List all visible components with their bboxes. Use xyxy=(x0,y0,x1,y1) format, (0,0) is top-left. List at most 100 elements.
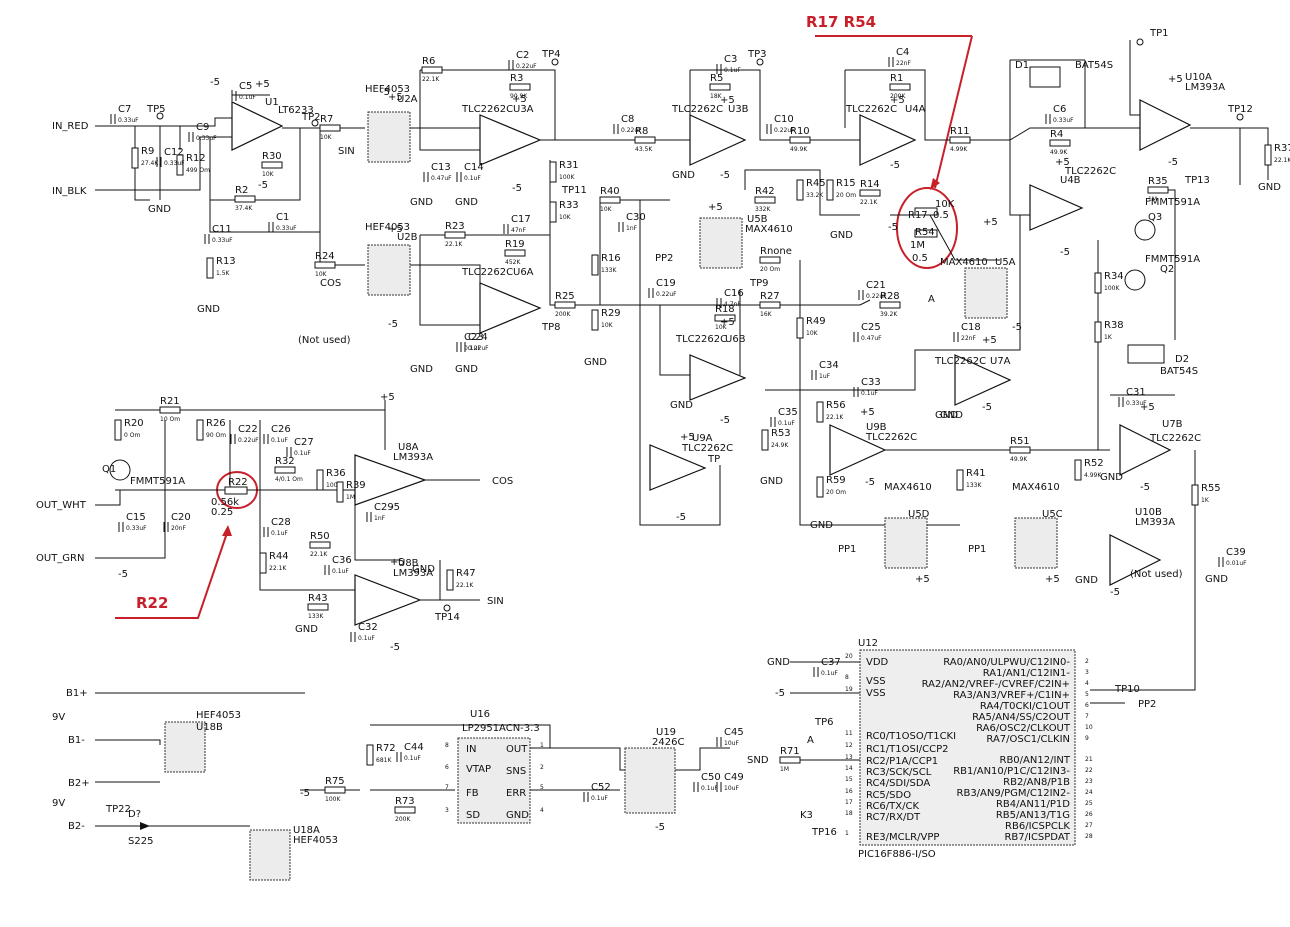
svg-text:SD: SD xyxy=(466,810,480,821)
svg-text:GND: GND xyxy=(1205,574,1228,585)
ic-u19: U19 2426C xyxy=(624,727,684,814)
svg-text:TLC2262C: TLC2262C xyxy=(461,104,513,115)
svg-text:13: 13 xyxy=(845,754,853,761)
svg-text:8: 8 xyxy=(445,742,449,749)
svg-text:R23: R23 xyxy=(445,221,465,232)
resistor-labels: R237.4KR390.9KR449.9KR518KR622.1KR710KR8… xyxy=(114,56,1290,823)
svg-text:R56: R56 xyxy=(826,400,846,411)
svg-text:C30: C30 xyxy=(626,212,646,223)
svg-text:PP1: PP1 xyxy=(968,544,986,555)
svg-text:SIN: SIN xyxy=(338,146,355,157)
svg-text:2426C: 2426C xyxy=(652,737,684,748)
svg-text:100K: 100K xyxy=(325,796,341,803)
svg-text:0.1uF: 0.1uF xyxy=(271,437,288,444)
svg-text:RC3/SCK/SCL: RC3/SCK/SCL xyxy=(866,767,932,778)
svg-text:R44: R44 xyxy=(269,551,289,562)
svg-text:17: 17 xyxy=(845,799,853,806)
svg-text:37.4K: 37.4K xyxy=(235,205,253,212)
svg-text:GND: GND xyxy=(148,204,171,215)
svg-text:9V: 9V xyxy=(52,798,65,809)
svg-text:133K: 133K xyxy=(601,267,617,274)
svg-text:TP14: TP14 xyxy=(434,612,460,623)
svg-text:TP2: TP2 xyxy=(301,112,321,123)
highlight-r17-r54 xyxy=(896,187,958,269)
svg-text:GND: GND xyxy=(410,364,433,375)
resistor-r37: R3722.1K xyxy=(1264,143,1290,166)
svg-text:C52: C52 xyxy=(591,782,611,793)
svg-text:133K: 133K xyxy=(308,613,324,620)
svg-text:TP3: TP3 xyxy=(747,49,767,60)
svg-text:GND: GND xyxy=(672,170,695,181)
svg-text:FB: FB xyxy=(466,788,479,799)
svg-text:39.2K: 39.2K xyxy=(880,311,898,318)
svg-text:200K: 200K xyxy=(395,816,411,823)
svg-text:R8: R8 xyxy=(635,126,648,137)
svg-text:LM393A: LM393A xyxy=(393,452,433,463)
svg-text:0.01uF: 0.01uF xyxy=(1226,560,1247,567)
svg-text:B1-: B1- xyxy=(68,735,85,746)
svg-text:100K: 100K xyxy=(559,174,575,181)
svg-text:R32: R32 xyxy=(275,456,295,467)
svg-text:U5A: U5A xyxy=(995,257,1016,268)
svg-text:TP8: TP8 xyxy=(541,322,561,333)
svg-text:A: A xyxy=(928,294,935,305)
svg-text:20: 20 xyxy=(845,653,853,660)
svg-text:LT6233: LT6233 xyxy=(278,105,314,116)
svg-text:Q2: Q2 xyxy=(1160,264,1174,275)
svg-text:ERR: ERR xyxy=(506,788,526,799)
svg-text:RB3/AN9/PGM/C12IN2-: RB3/AN9/PGM/C12IN2- xyxy=(957,788,1071,799)
svg-text:1: 1 xyxy=(540,742,544,749)
svg-text:LM393A: LM393A xyxy=(1135,517,1175,528)
svg-text:COS: COS xyxy=(492,476,513,487)
svg-text:RB7/ICSPDAT: RB7/ICSPDAT xyxy=(1004,832,1070,843)
svg-text:0.1uF: 0.1uF xyxy=(271,530,288,537)
svg-text:-5: -5 xyxy=(865,477,875,488)
diode-d1: D1 BAT54S xyxy=(1015,60,1113,88)
svg-text:B2+: B2+ xyxy=(68,778,90,789)
svg-text:PP1: PP1 xyxy=(838,544,856,555)
svg-text:GND: GND xyxy=(412,564,435,575)
svg-text:0.1uF: 0.1uF xyxy=(701,785,718,792)
svg-text:FMMT591A: FMMT591A xyxy=(1145,197,1200,208)
svg-text:C21: C21 xyxy=(866,280,886,291)
svg-text:TP10: TP10 xyxy=(1114,684,1140,695)
svg-text:200K: 200K xyxy=(555,311,571,318)
annotation-arrowhead xyxy=(930,178,940,190)
svg-text:R53: R53 xyxy=(771,428,791,439)
svg-text:(Not used): (Not used) xyxy=(1130,569,1183,580)
svg-text:0.1uF: 0.1uF xyxy=(294,450,311,457)
svg-text:0.1uF: 0.1uF xyxy=(861,390,878,397)
svg-text:-5: -5 xyxy=(1060,247,1070,258)
capacitor-c5: C50.1uF xyxy=(231,81,256,101)
svg-text:+5: +5 xyxy=(720,317,735,328)
svg-text:TP12: TP12 xyxy=(1227,104,1253,115)
svg-text:C4: C4 xyxy=(896,47,909,58)
svg-text:MAX4610: MAX4610 xyxy=(1012,482,1060,493)
svg-text:R36: R36 xyxy=(326,468,346,479)
svg-text:+5: +5 xyxy=(388,92,403,103)
svg-text:C2: C2 xyxy=(516,50,529,61)
svg-text:TP11: TP11 xyxy=(561,185,587,196)
svg-text:PP2: PP2 xyxy=(1138,699,1156,710)
svg-text:19: 19 xyxy=(845,686,853,693)
svg-text:49.9K: 49.9K xyxy=(1050,149,1068,156)
opamp-u6a: U6A TLC2262C xyxy=(461,267,542,334)
svg-text:9: 9 xyxy=(1085,735,1089,742)
svg-text:GND: GND xyxy=(935,410,958,421)
svg-text:C14: C14 xyxy=(464,162,484,173)
svg-text:R11: R11 xyxy=(950,126,970,137)
svg-text:4.99K: 4.99K xyxy=(950,146,968,153)
svg-text:6: 6 xyxy=(1085,702,1089,709)
